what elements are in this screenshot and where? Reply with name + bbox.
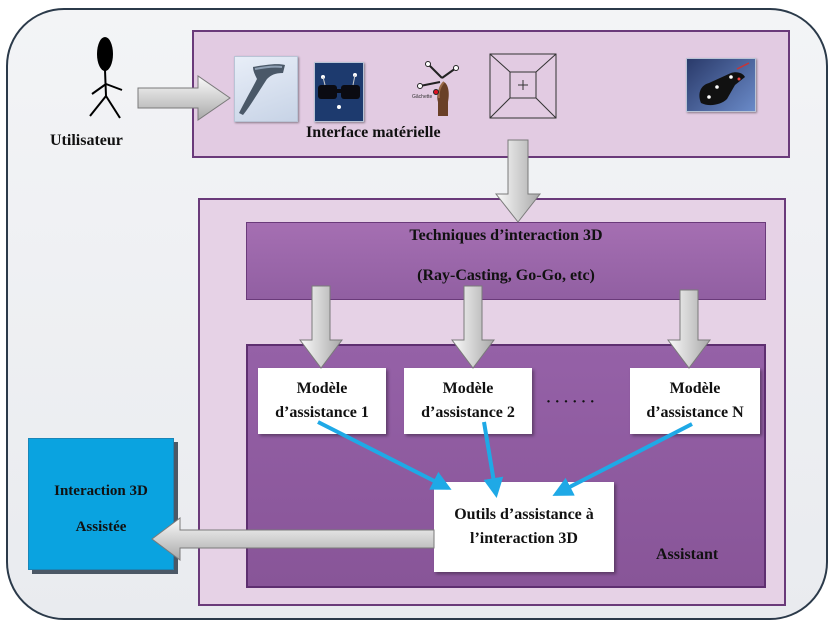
trigger-caption: Gâchette [412, 94, 433, 100]
tools-line1: Outils d’assistance à [454, 506, 594, 523]
assistance-model-2: Modèle d’assistance 2 [404, 368, 532, 434]
interaction-techniques-box: Techniques d’interaction 3D (Ray-Casting… [246, 222, 766, 300]
assistant-label: Assistant [656, 546, 719, 563]
arrow-model-2-to-tools [482, 421, 504, 498]
arrow-user-to-interface [137, 75, 231, 121]
model-n-line2: d’assistance N [646, 404, 744, 421]
user-stick-figure-icon [82, 36, 134, 130]
techniques-examples: (Ray-Casting, Go-Go, etc) [417, 267, 595, 284]
techniques-title: Techniques d’interaction 3D [409, 227, 603, 244]
hardware-interface-title: Interface matérielle [306, 124, 441, 141]
model-1-line1: Modèle [296, 380, 348, 397]
model-2-line2: d’assistance 2 [421, 404, 515, 421]
assistance-model-1: Modèle d’assistance 1 [258, 368, 386, 434]
arrow-interface-to-techniques [494, 139, 542, 223]
model-n-line1: Modèle [669, 380, 721, 397]
tools-line2: l’interaction 3D [470, 530, 578, 547]
joystick-device-icon: Gâchette [404, 58, 464, 120]
arrow-techniques-to-model-2 [451, 285, 495, 369]
models-ellipsis: · · · · · · [546, 394, 595, 410]
model-2-line1: Modèle [442, 380, 494, 397]
stereo-glasses-icon [314, 62, 364, 122]
arrow-techniques-to-model-1 [299, 285, 343, 369]
model-1-line2: d’assistance 1 [275, 404, 369, 421]
data-glove-icon [686, 58, 756, 112]
assisted-interaction-box: Interaction 3D Assistée [28, 438, 174, 570]
arrow-model-n-to-tools [552, 422, 693, 496]
user-label: Utilisateur [50, 132, 123, 149]
stylus-device-icon [234, 56, 298, 122]
output-line1: Interaction 3D [54, 483, 148, 499]
assistance-tools-box: Outils d’assistance à l’interaction 3D [434, 482, 614, 572]
arrow-model-1-to-tools [317, 420, 452, 490]
arrow-tools-to-output [151, 517, 435, 561]
arrow-techniques-to-model-n [667, 289, 711, 369]
output-line2: Assistée [75, 519, 127, 535]
wireframe-cube-icon [488, 48, 560, 122]
assistance-model-n: Modèle d’assistance N [630, 368, 760, 434]
